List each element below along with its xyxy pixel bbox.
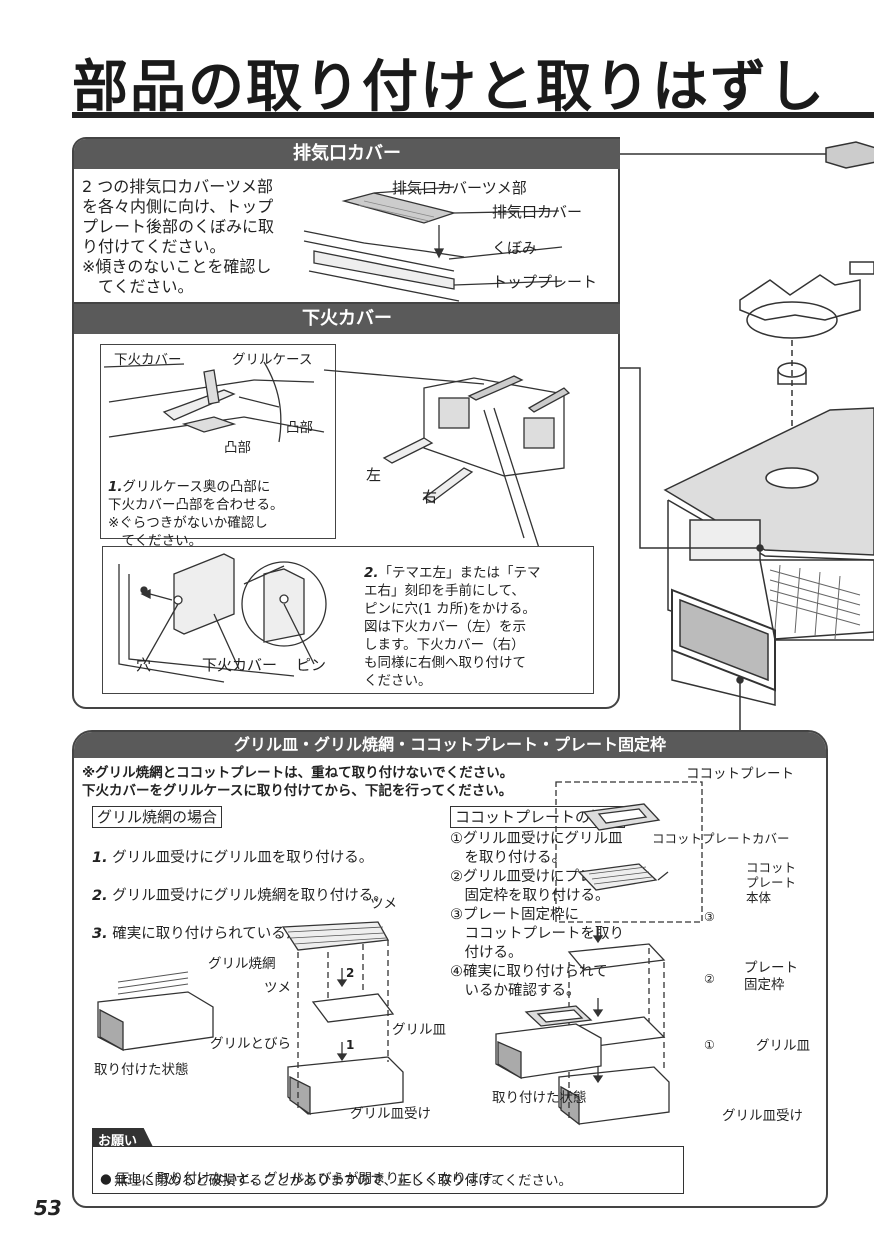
exhaust-cover-diagram xyxy=(303,186,563,302)
lower-cover-step2-diagram xyxy=(118,553,327,683)
exhaust-cover-panel: 排気口カバー 2 つの排気口カバーツメ部 を各々内側に向け、トップ プレート後部… xyxy=(72,137,620,304)
label-circle1: ① xyxy=(704,1038,715,1052)
lower-cover-panel: 下火カバー 下火カバー グリルケース 凸部 凸部 1.グリルケース奥の凸部に 下… xyxy=(72,302,620,709)
request-line2: 無理に閉めると破損することがありますので、正しく取り付けてください。 xyxy=(114,1173,573,1189)
grill-net-diagram xyxy=(97,921,404,1116)
label-cocotte-plate: ココットプレート xyxy=(686,766,794,782)
label-circle2: ② xyxy=(704,972,715,986)
grill-section-panel: グリル皿・グリル焼網・ココットプレート・プレート固定枠 ※グリル焼網とココットプ… xyxy=(72,730,828,1208)
lower-cover-step1-box xyxy=(100,344,336,539)
grill-net-case-title: グリル焼網の場合 xyxy=(92,806,223,828)
title-rule xyxy=(72,112,874,118)
request-box xyxy=(92,1146,684,1194)
label-cocotte-plate-receiver: グリル皿受け xyxy=(722,1108,803,1124)
label-step2-lower-cover: 下火カバー xyxy=(202,656,278,674)
exhaust-cover-heading: 排気口カバー xyxy=(74,139,620,169)
bullet-icon: ● xyxy=(100,1171,112,1187)
cocotte-installed-diagram xyxy=(495,1005,602,1080)
label-step1-arrow: 1 xyxy=(346,1038,355,1052)
lower-cover-heading: 下火カバー xyxy=(74,304,620,334)
cocotte-case-title: ココットプレートの場合 xyxy=(450,806,626,828)
label-exhaust-claw: 排気口カバーツメ部 xyxy=(392,179,527,197)
lower-cover-step1-text: 1.グリルケース奥の凸部に 下火カバー凸部を合わせる。 ※ぐらつきがないか確認し… xyxy=(108,460,336,550)
label-recess: くぼみ xyxy=(492,239,538,257)
grill-note1: ※グリル焼網とココットプレートは、重ねて取り付けないでください。 xyxy=(82,765,514,781)
step2-text: 「テマエ左」または「テマ エ右」刻印を手前にして、 ピンに穴(1 カ所)をかける… xyxy=(364,565,541,689)
label-right: 右 xyxy=(422,488,438,506)
label-cocotte-grill-plate: グリル皿 xyxy=(756,1038,810,1054)
grill-net-step-2: 2. グリル皿受けにグリル焼網を取り付ける。 xyxy=(92,888,388,904)
grill-section-heading: グリル皿・グリル焼網・ココットプレート・プレート固定枠 xyxy=(74,732,826,758)
lower-cover-step1-diagram xyxy=(103,361,325,443)
label-claw: ツメ xyxy=(264,980,291,996)
label-step2-arrow: 2 xyxy=(346,966,355,980)
page-title: 部品の取り付けと取りはずし xyxy=(72,55,826,120)
label-circle3: ③ xyxy=(704,910,715,924)
request-line1: ● 正しく取り付けないと、グリルとびらが閉まりにくくなります。 xyxy=(100,1171,506,1187)
label-step1-grill-case: グリルケース xyxy=(232,352,313,368)
label-plate-frame: プレート 固定枠 xyxy=(744,960,798,993)
label-step1-convex1: 凸部 xyxy=(286,420,313,436)
lower-cover-step2-text: 2.「テマエ左」または「テマ エ右」刻印を手前にして、 ピンに穴(1 カ所)をか… xyxy=(364,546,592,690)
label-installed-net: 取り付けた状態 xyxy=(94,1062,189,1078)
label-grill-plate: グリル皿 xyxy=(392,1022,446,1038)
request-tag: お願い xyxy=(92,1128,156,1151)
label-cocotte-body: ココット プレート 本体 xyxy=(746,860,797,905)
label-hole: 穴 xyxy=(136,656,152,674)
label-grill-net: グリル焼網 xyxy=(208,956,276,972)
grill-net-step-1: 1. グリル皿受けにグリル皿を取り付ける。 xyxy=(92,850,374,866)
label-left: 左 xyxy=(366,466,382,484)
label-installed-cocotte: 取り付けた状態 xyxy=(492,1090,587,1106)
page-number: 53 xyxy=(34,1196,62,1220)
label-exhaust-cover: 排気口カバー xyxy=(492,203,583,221)
label-plate-receiver: グリル皿受け xyxy=(350,1106,431,1122)
label-grill-door: グリルとびら xyxy=(210,1036,291,1052)
grill-case-diagram xyxy=(323,369,571,549)
step1-text: グリルケース奥の凸部に 下火カバー凸部を合わせる。 ※ぐらつきがないか確認し て… xyxy=(108,479,284,549)
exhaust-cover-instructions: 2 つの排気口カバーツメ部 を各々内側に向け、トップ プレート後部のくぼみに取 … xyxy=(82,177,275,296)
label-step1-lower-cover: 下火カバー xyxy=(114,352,182,368)
label-step1-convex2: 凸部 xyxy=(224,440,251,456)
label-pin: ピン xyxy=(296,656,327,674)
grill-note2: 下火カバーをグリルケースに取り付けてから、下記を行ってください。 xyxy=(82,783,513,799)
label-cocotte-cover: ココットプレートカバー xyxy=(652,831,790,846)
label-claw-top: ツメ xyxy=(370,896,397,912)
step1-number: 1. xyxy=(108,479,123,495)
step2-number: 2. xyxy=(364,565,379,581)
label-top-plate: トッププレート xyxy=(492,273,598,291)
